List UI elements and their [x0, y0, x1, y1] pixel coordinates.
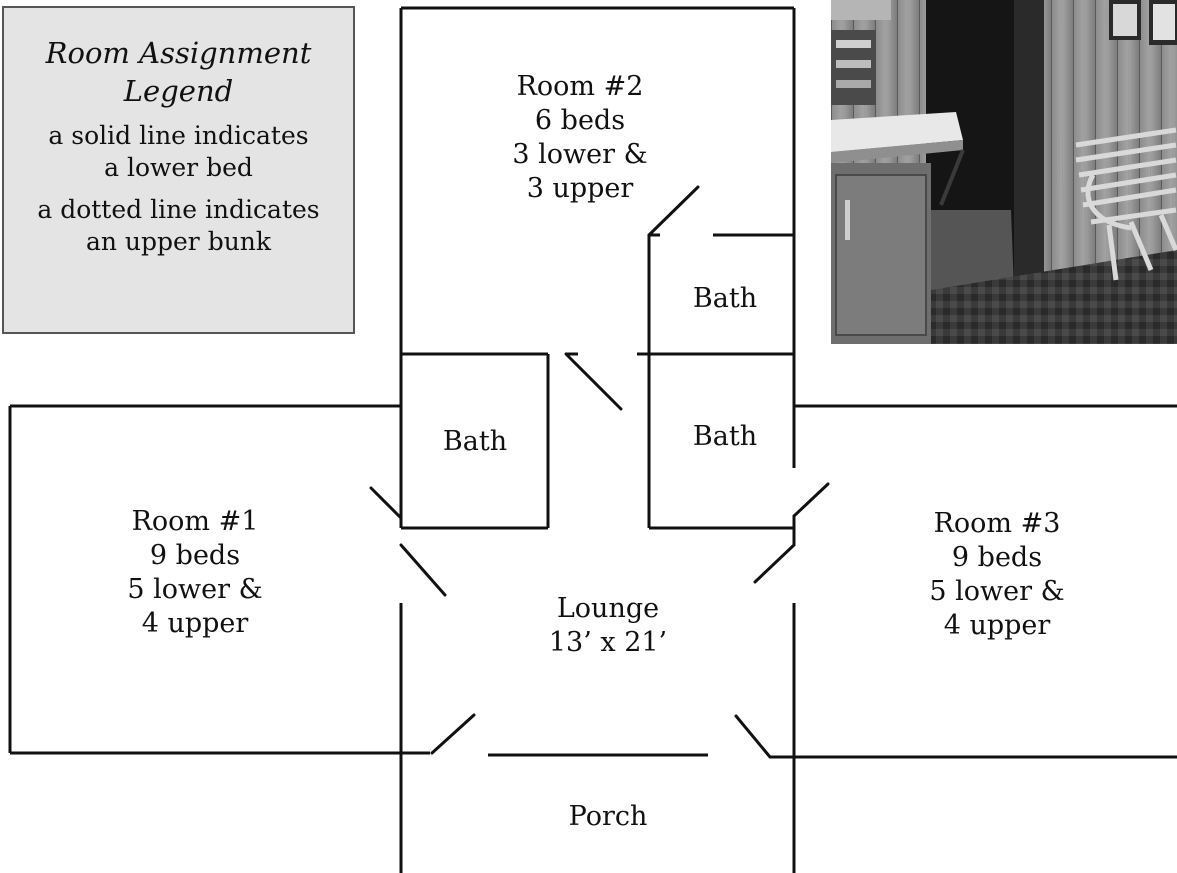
room2-label: Room #2 6 beds 3 lower & 3 upper — [480, 70, 680, 206]
room2-name: Room #2 — [516, 71, 644, 102]
interior-photo — [831, 0, 1177, 344]
bath-left-label: Bath — [405, 425, 545, 459]
interior-photo-image — [831, 0, 1177, 344]
room2-upper: 3 upper — [526, 173, 634, 204]
room2-beds: 6 beds — [534, 105, 626, 136]
room3-lower: 5 lower & — [929, 576, 1065, 607]
lounge-size: 13’ x 21’ — [548, 627, 668, 658]
room3-walls — [770, 404, 1177, 873]
door-swings — [369, 185, 830, 759]
porch-name: Porch — [568, 801, 648, 832]
legend-title: Room Assignment — [45, 36, 312, 70]
legend-dotted-line-text: a dotted line indicates — [37, 195, 320, 224]
bath-upper-right-label: Bath — [655, 282, 795, 316]
bath-upper-right-name: Bath — [692, 283, 758, 314]
legend-box: Room Assignment Legend a solid line indi… — [2, 6, 355, 334]
room1-upper: 4 upper — [141, 608, 249, 639]
legend-title-line2: Legend — [123, 74, 234, 108]
porch-label: Porch — [508, 800, 708, 834]
bath-lower-right-label: Bath — [655, 420, 795, 454]
bath-left-name: Bath — [442, 426, 508, 457]
lounge-name: Lounge — [556, 593, 660, 624]
legend-solid-line-text: a solid line indicates — [48, 121, 309, 150]
room2-walls — [399, 6, 796, 528]
bath-lower-right-name: Bath — [692, 421, 758, 452]
room2-lower: 3 lower & — [512, 139, 648, 170]
bath-left-walls — [401, 354, 550, 530]
bath-lower-right-walls — [647, 354, 796, 545]
room3-label: Room #3 9 beds 5 lower & 4 upper — [897, 507, 1097, 643]
room1-beds: 9 beds — [149, 540, 241, 571]
room3-upper: 4 upper — [943, 610, 1051, 641]
room1-walls — [8, 404, 430, 873]
room1-lower: 5 lower & — [127, 574, 263, 605]
room1-label: Room #1 9 beds 5 lower & 4 upper — [95, 505, 295, 641]
room3-name: Room #3 — [933, 508, 1061, 539]
legend-solid-line-text-2: a lower bed — [104, 153, 253, 182]
room1-name: Room #1 — [131, 506, 259, 537]
legend-dotted-line-text-2: an upper bunk — [85, 227, 272, 256]
room3-beds: 9 beds — [951, 542, 1043, 573]
lounge-label: Lounge 13’ x 21’ — [508, 592, 708, 660]
